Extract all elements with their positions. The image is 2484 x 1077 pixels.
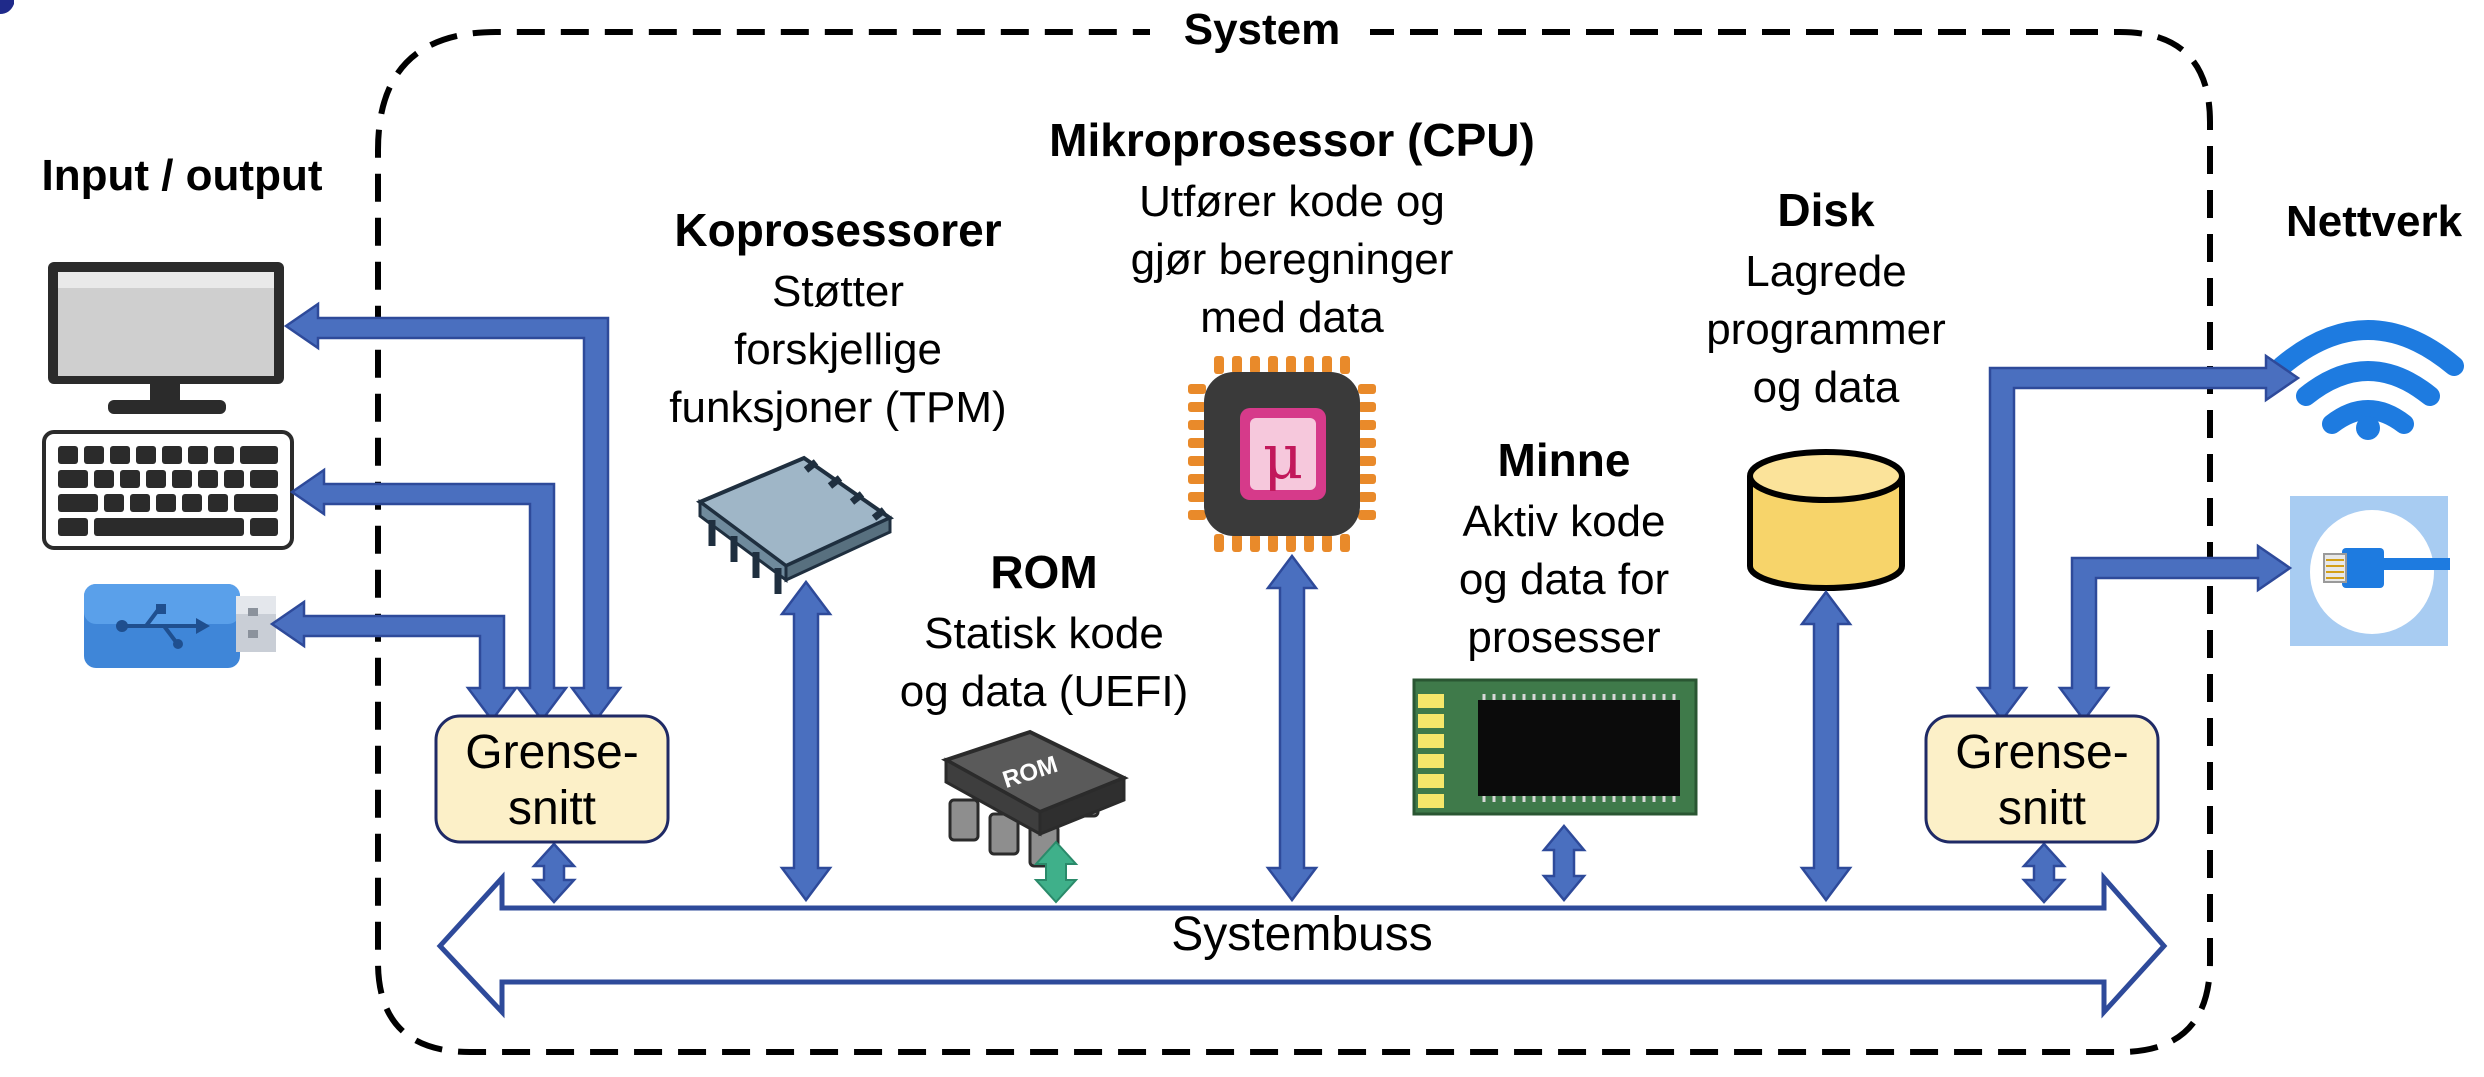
system-bus-label: Systembuss [1171, 908, 1432, 961]
interface-left-line1: Grense- [465, 726, 638, 779]
ethernet-icon [2290, 496, 2450, 646]
memory-line1: Aktiv kode [1463, 497, 1666, 546]
wifi-link-arrow [1975, 353, 2301, 723]
disk-line3: og data [1753, 363, 1900, 412]
cpu-icon: μ [1188, 356, 1376, 552]
coprocessor-line1: Støtter [772, 267, 904, 316]
system-title: System [1184, 5, 1341, 54]
ethernet-link-arrow [2057, 543, 2293, 723]
disk-title: Disk [1777, 184, 1875, 236]
memory-bus-arrow [1541, 824, 1587, 902]
usb-icon [84, 584, 276, 668]
cpu-line2: gjør beregninger [1131, 235, 1454, 284]
monitor-icon [48, 262, 284, 414]
connection-arrows [269, 301, 2301, 904]
cpu-bus-arrow [1265, 553, 1319, 903]
left-interface-bus-arrow [531, 842, 577, 904]
coprocessor-line3: funksjoner (TPM) [669, 383, 1006, 432]
memory-module-icon [1412, 678, 1698, 816]
cpu-line3: med data [1200, 293, 1384, 342]
interface-left: Grense- snitt [434, 714, 670, 844]
coprocessor-bus-arrow [779, 579, 833, 903]
interface-right-line2: snitt [1998, 782, 2086, 835]
coprocessor-line2: forskjellige [734, 325, 942, 374]
wifi-icon [2272, 320, 2464, 440]
cpu-title: Mikroprosessor (CPU) [1049, 114, 1535, 166]
memory-line3: prosesser [1467, 613, 1660, 662]
right-interface-bus-arrow [2021, 842, 2067, 904]
network-heading: Nettverk [2286, 197, 2463, 246]
usb-link-arrow [269, 599, 519, 723]
monitor-link-arrow [283, 301, 623, 723]
cropped-title-glyph [0, 0, 14, 14]
rom-bus-arrow [1033, 840, 1079, 904]
coprocessor-title: Koprosessorer [674, 204, 1001, 256]
chip-icon [696, 455, 895, 594]
disk-bus-arrow [1799, 589, 1853, 903]
rom-title: ROM [990, 546, 1097, 598]
keyboard-icon [42, 430, 294, 550]
memory-line2: og data for [1459, 555, 1669, 604]
interface-left-line2: snitt [508, 782, 596, 835]
keyboard-link-arrow [289, 467, 569, 723]
disk-line1: Lagrede [1745, 247, 1906, 296]
interface-right: Grense- snitt [1924, 714, 2160, 844]
rom-line2: og data (UEFI) [900, 667, 1189, 716]
cpu-chip-symbol: μ [1263, 420, 1303, 493]
system-bus: Systembuss [436, 871, 2168, 1019]
memory-title: Minne [1498, 434, 1631, 486]
io-heading: Input / output [42, 151, 323, 200]
cpu-line1: Utfører kode og [1139, 177, 1445, 226]
disk-icon [1747, 449, 1905, 591]
interface-right-line1: Grense- [1955, 726, 2128, 779]
system-boundary [375, 29, 2213, 1055]
disk-line2: programmer [1706, 305, 1946, 354]
rom-chip-icon: ROM [941, 729, 1129, 868]
rom-line1: Statisk kode [924, 609, 1164, 658]
